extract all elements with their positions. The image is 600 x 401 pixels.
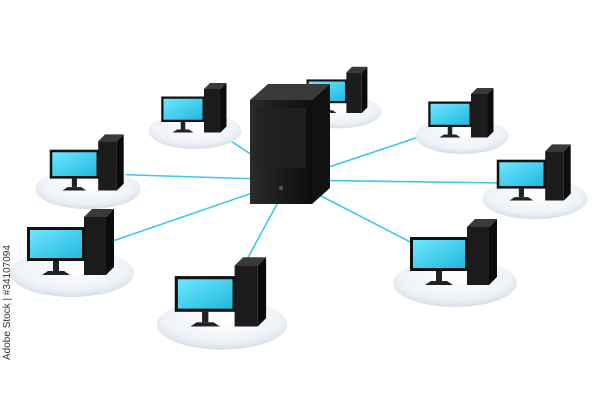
pc-tower bbox=[98, 141, 117, 191]
monitor-stand bbox=[42, 271, 70, 275]
workstation bbox=[156, 257, 288, 350]
monitor-screen bbox=[430, 103, 470, 125]
monitor-stand bbox=[425, 281, 453, 285]
monitor-screen bbox=[177, 279, 233, 309]
monitor-screen bbox=[413, 240, 465, 268]
pc-tower bbox=[84, 217, 106, 275]
pc-tower bbox=[204, 89, 221, 133]
monitor-stand bbox=[509, 197, 534, 201]
workstation bbox=[10, 209, 134, 297]
pc-tower bbox=[346, 72, 362, 113]
monitor-stand bbox=[439, 134, 461, 138]
workstation bbox=[35, 134, 141, 210]
workstation bbox=[415, 88, 509, 154]
monitor-stand bbox=[190, 322, 220, 327]
pc-tower bbox=[234, 265, 258, 327]
monitor-screen bbox=[499, 162, 544, 187]
pc-tower bbox=[467, 227, 489, 285]
monitor-screen bbox=[163, 98, 203, 120]
pc-tower bbox=[471, 94, 488, 138]
workstations bbox=[10, 66, 588, 350]
monitor-stand bbox=[62, 187, 87, 191]
connection-line bbox=[289, 179, 536, 185]
monitor-screen bbox=[30, 230, 82, 258]
monitor-screen bbox=[52, 152, 97, 177]
stock-watermark-id: Adobe Stock | #34107094 bbox=[2, 245, 13, 360]
workstation bbox=[482, 144, 588, 220]
workstation bbox=[148, 83, 242, 149]
pc-tower bbox=[545, 151, 564, 201]
workstation bbox=[393, 219, 517, 307]
monitor-stand bbox=[172, 129, 194, 133]
server-tower bbox=[250, 84, 330, 204]
